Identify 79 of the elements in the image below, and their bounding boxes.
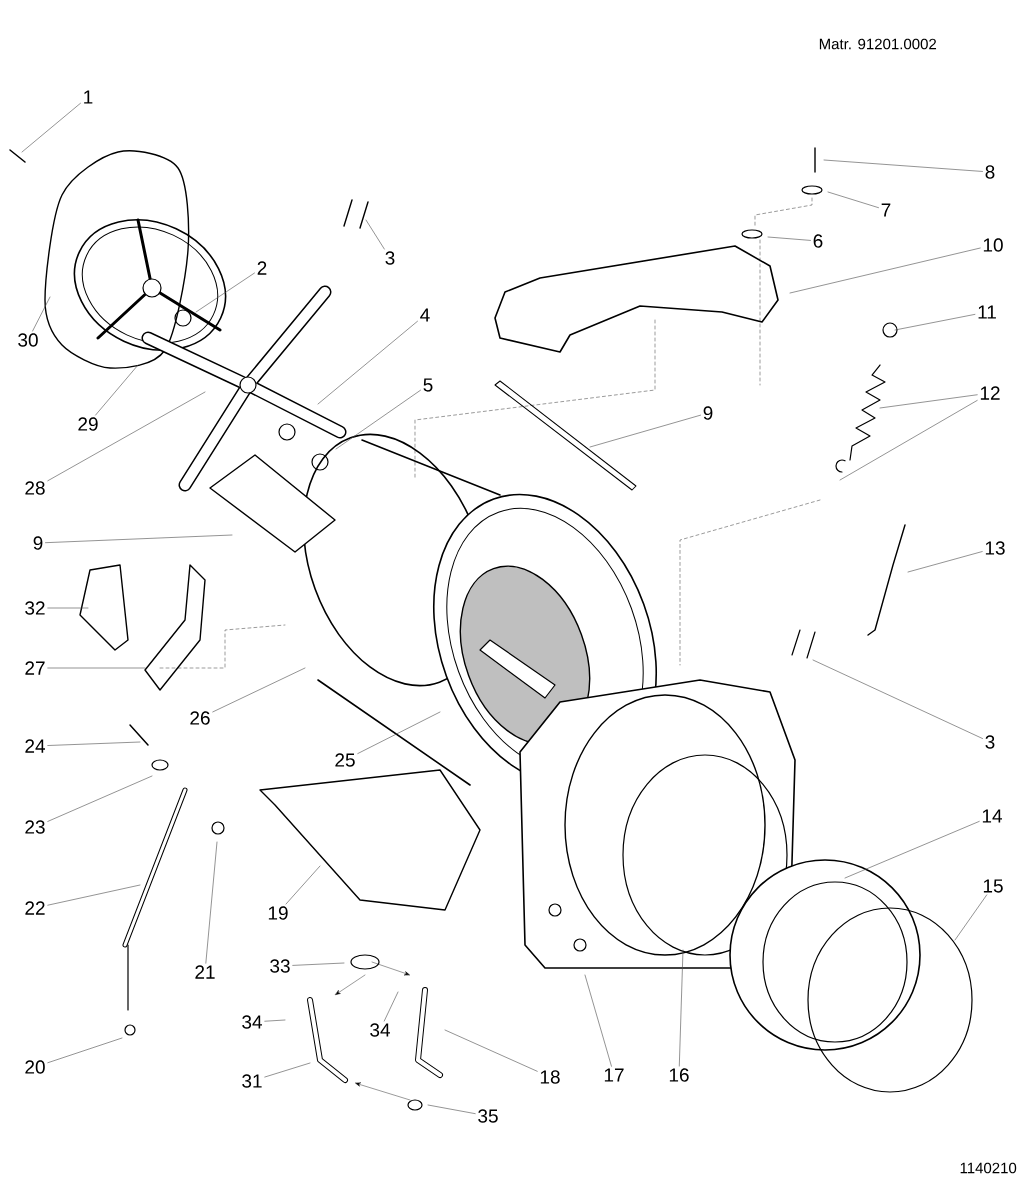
callout-number: 22 [25,901,45,915]
leader-line [212,667,306,713]
leader-line [195,272,255,313]
callout-number: 3 [985,735,995,749]
callout-number: 31 [242,1074,262,1088]
leader-line [47,391,206,482]
leader-line [47,607,89,609]
callout-number: 19 [268,906,288,920]
leader-line [589,414,701,448]
leader-line [95,364,139,416]
callout-number: 9 [33,536,43,550]
callout-number: 29 [78,417,98,431]
callout-number: 34 [242,1015,262,1029]
callout-number: 16 [669,1068,689,1082]
leader-line [679,949,684,1067]
leader-line [47,741,141,746]
leader-line [335,389,421,450]
leader-line [827,191,879,208]
leader-line [205,841,218,964]
leader-line [21,102,81,153]
callout-number: 27 [25,661,45,675]
callout-number: 4 [420,308,430,322]
callout-number: 6 [813,234,823,248]
leader-line [907,551,983,573]
leader-line [844,821,980,879]
callout-number: 20 [25,1060,45,1074]
callout-number: 12 [980,386,1000,400]
leader-line [823,159,983,172]
label-text: 1140210 [960,1162,1017,1174]
callout-number: 17 [604,1068,624,1082]
callout-number: 14 [982,809,1002,823]
callout-number: 9 [703,406,713,420]
leader-line [45,534,233,543]
leader-line [32,296,51,332]
leader-line [47,884,141,906]
leader-line [812,659,983,739]
callout-number: 18 [540,1070,560,1084]
leader-line [365,219,385,250]
callout-number: 25 [335,753,355,767]
leader-line [954,894,988,941]
leader-line [767,236,811,241]
label-text: Matr. 91201.0002 [819,38,937,50]
callout-number: 3 [385,251,395,265]
leader-line [264,1062,311,1078]
callout-number: 32 [25,601,45,615]
callout-number: 21 [195,965,215,979]
callout-number: 11 [978,305,996,319]
leader-line [894,314,976,331]
callout-number: 2 [257,261,267,275]
leader-line [317,320,418,405]
leader-line [47,775,153,822]
leader-line [285,865,321,905]
leader-line [584,974,612,1067]
callout-number: 33 [270,959,290,973]
callout-number: 28 [25,481,45,495]
callout-number: 34 [370,1023,390,1037]
leader-line [357,711,441,754]
leader-line [292,962,345,966]
leader-line [47,667,146,669]
leader-line [789,247,981,294]
leader-line [47,1037,123,1064]
callout-number: 30 [18,333,38,347]
callout-number: 1 [84,90,93,104]
leader-line [839,400,978,481]
callout-number: 15 [983,879,1003,893]
callout-number: 10 [983,238,1003,252]
leader-line [427,1104,476,1114]
callout-number: 23 [25,820,45,834]
callout-number: 26 [190,711,210,725]
callout-number: 24 [25,739,45,753]
callout-number: 7 [881,203,891,217]
callout-number: 5 [423,378,433,392]
leader-line [444,1029,538,1072]
callout-number: 8 [985,165,995,179]
callout-number: 13 [985,541,1005,555]
leader-line [383,991,399,1022]
leader-line [264,1019,286,1022]
leader-line [879,394,978,409]
callout-number: 35 [478,1109,498,1123]
